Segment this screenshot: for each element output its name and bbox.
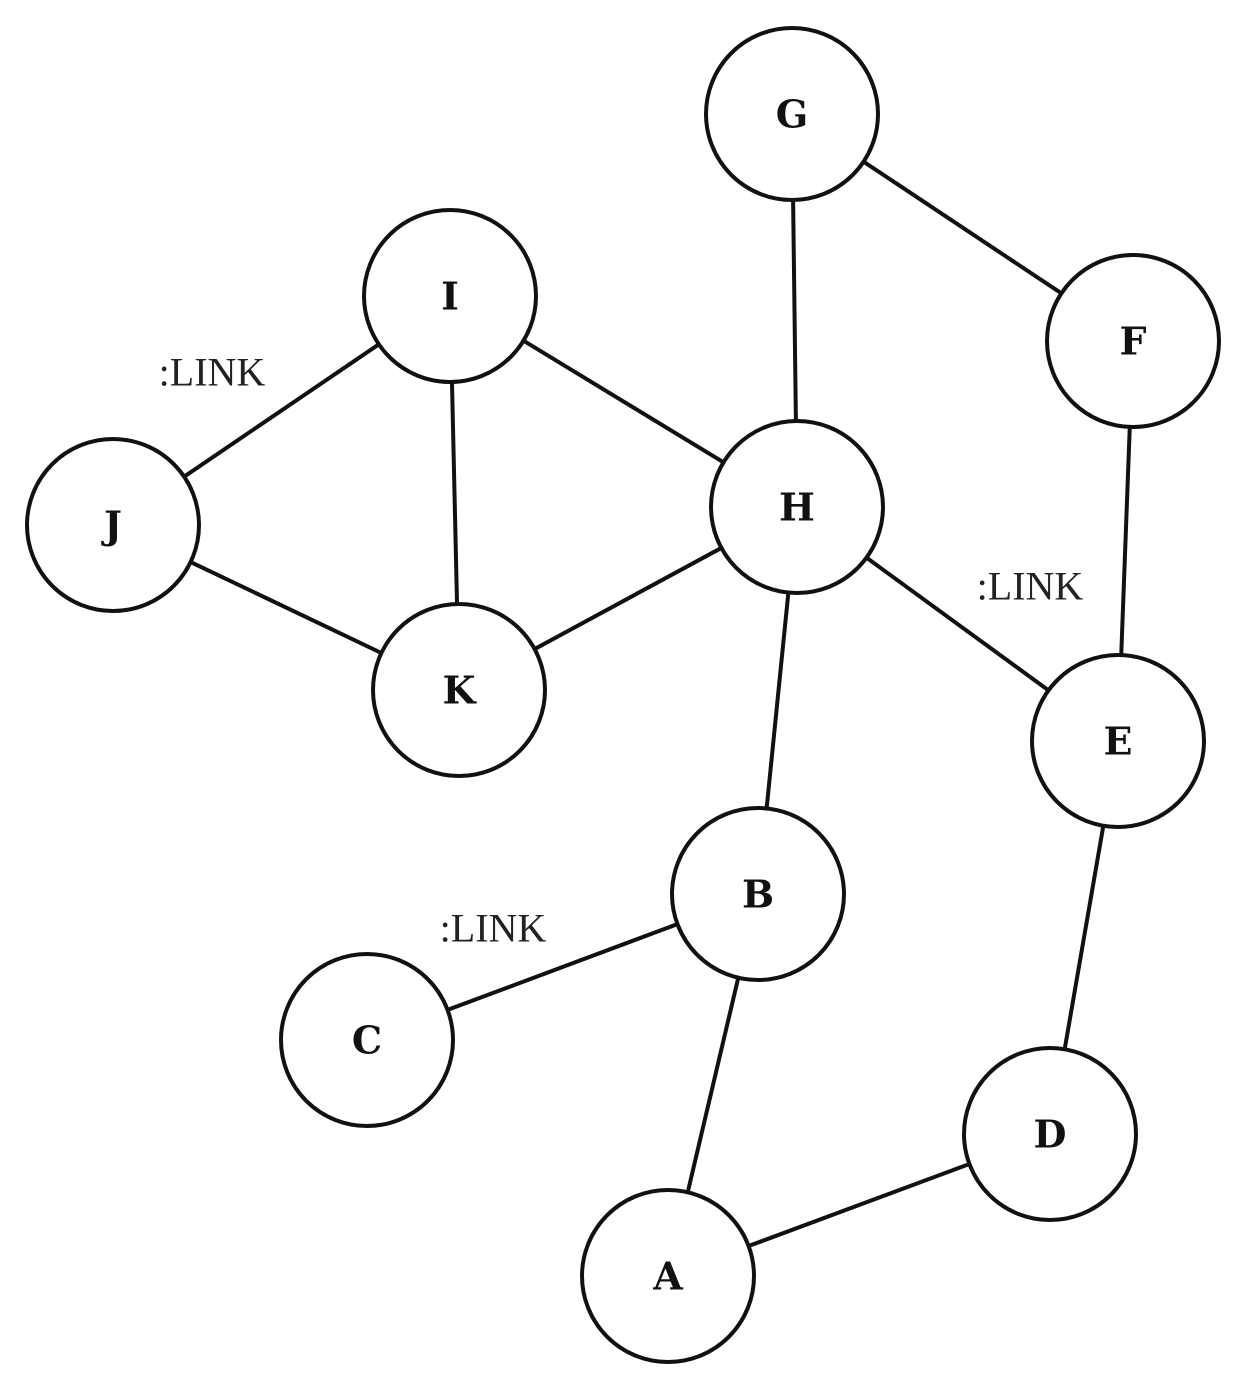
node-label-e: E [1104,719,1133,764]
edge-label-b-c: :LINK [440,906,547,951]
edge-label-h-e: :LINK [977,564,1084,609]
node-circle-g [704,26,880,202]
node-label-d: D [1034,1112,1067,1157]
edge-b-a [685,977,741,1193]
node-i: I [362,208,538,384]
node-a: A [580,1188,756,1364]
node-label-k: K [442,668,477,713]
node-circle-j [25,437,201,613]
edge-g-f [862,159,1063,296]
edge-i-j [183,342,380,479]
node-circle-h [709,419,885,595]
edge-h-k [533,546,723,651]
node-label-h: H [779,485,815,530]
nodes-layer: G I F J H K E B C D A [25,26,1221,1364]
edge-i-h [522,338,725,465]
edge-g-h [791,199,798,422]
node-circle-i [362,208,538,384]
node-label-f: F [1120,319,1147,364]
edges-layer [183,159,1132,1248]
node-label-i: I [441,274,459,319]
edge-labels-layer: :LINK :LINK :LINK [159,350,1084,951]
edge-f-e [1119,426,1132,656]
node-label-c: C [352,1018,382,1063]
edge-j-k [189,560,383,655]
edge-label-i-j: :LINK [159,350,266,395]
node-circle-c [279,952,455,1128]
node-label-b: B [742,872,774,917]
node-g: G [704,26,880,202]
node-circle-b [670,806,846,982]
node-circle-k [371,602,547,778]
node-label-a: A [652,1254,683,1299]
node-d: D [962,1046,1138,1222]
node-c: C [279,952,455,1128]
edge-h-b [764,592,791,809]
edge-e-d [1062,825,1106,1050]
node-e: E [1030,653,1206,829]
edge-b-c [446,922,679,1012]
node-circle-a [580,1188,756,1364]
node-circle-f [1045,253,1221,429]
node-j: J [25,437,201,613]
edge-a-d [747,1162,971,1248]
node-b: B [670,806,846,982]
node-f: F [1045,253,1221,429]
edge-i-k [449,381,460,605]
node-circle-d [962,1046,1138,1222]
node-label-g: G [776,92,808,137]
node-h: H [709,419,885,595]
node-circle-e [1030,653,1206,829]
node-k: K [371,602,547,778]
node-label-j: J [101,503,122,548]
edge-h-e [865,556,1050,692]
